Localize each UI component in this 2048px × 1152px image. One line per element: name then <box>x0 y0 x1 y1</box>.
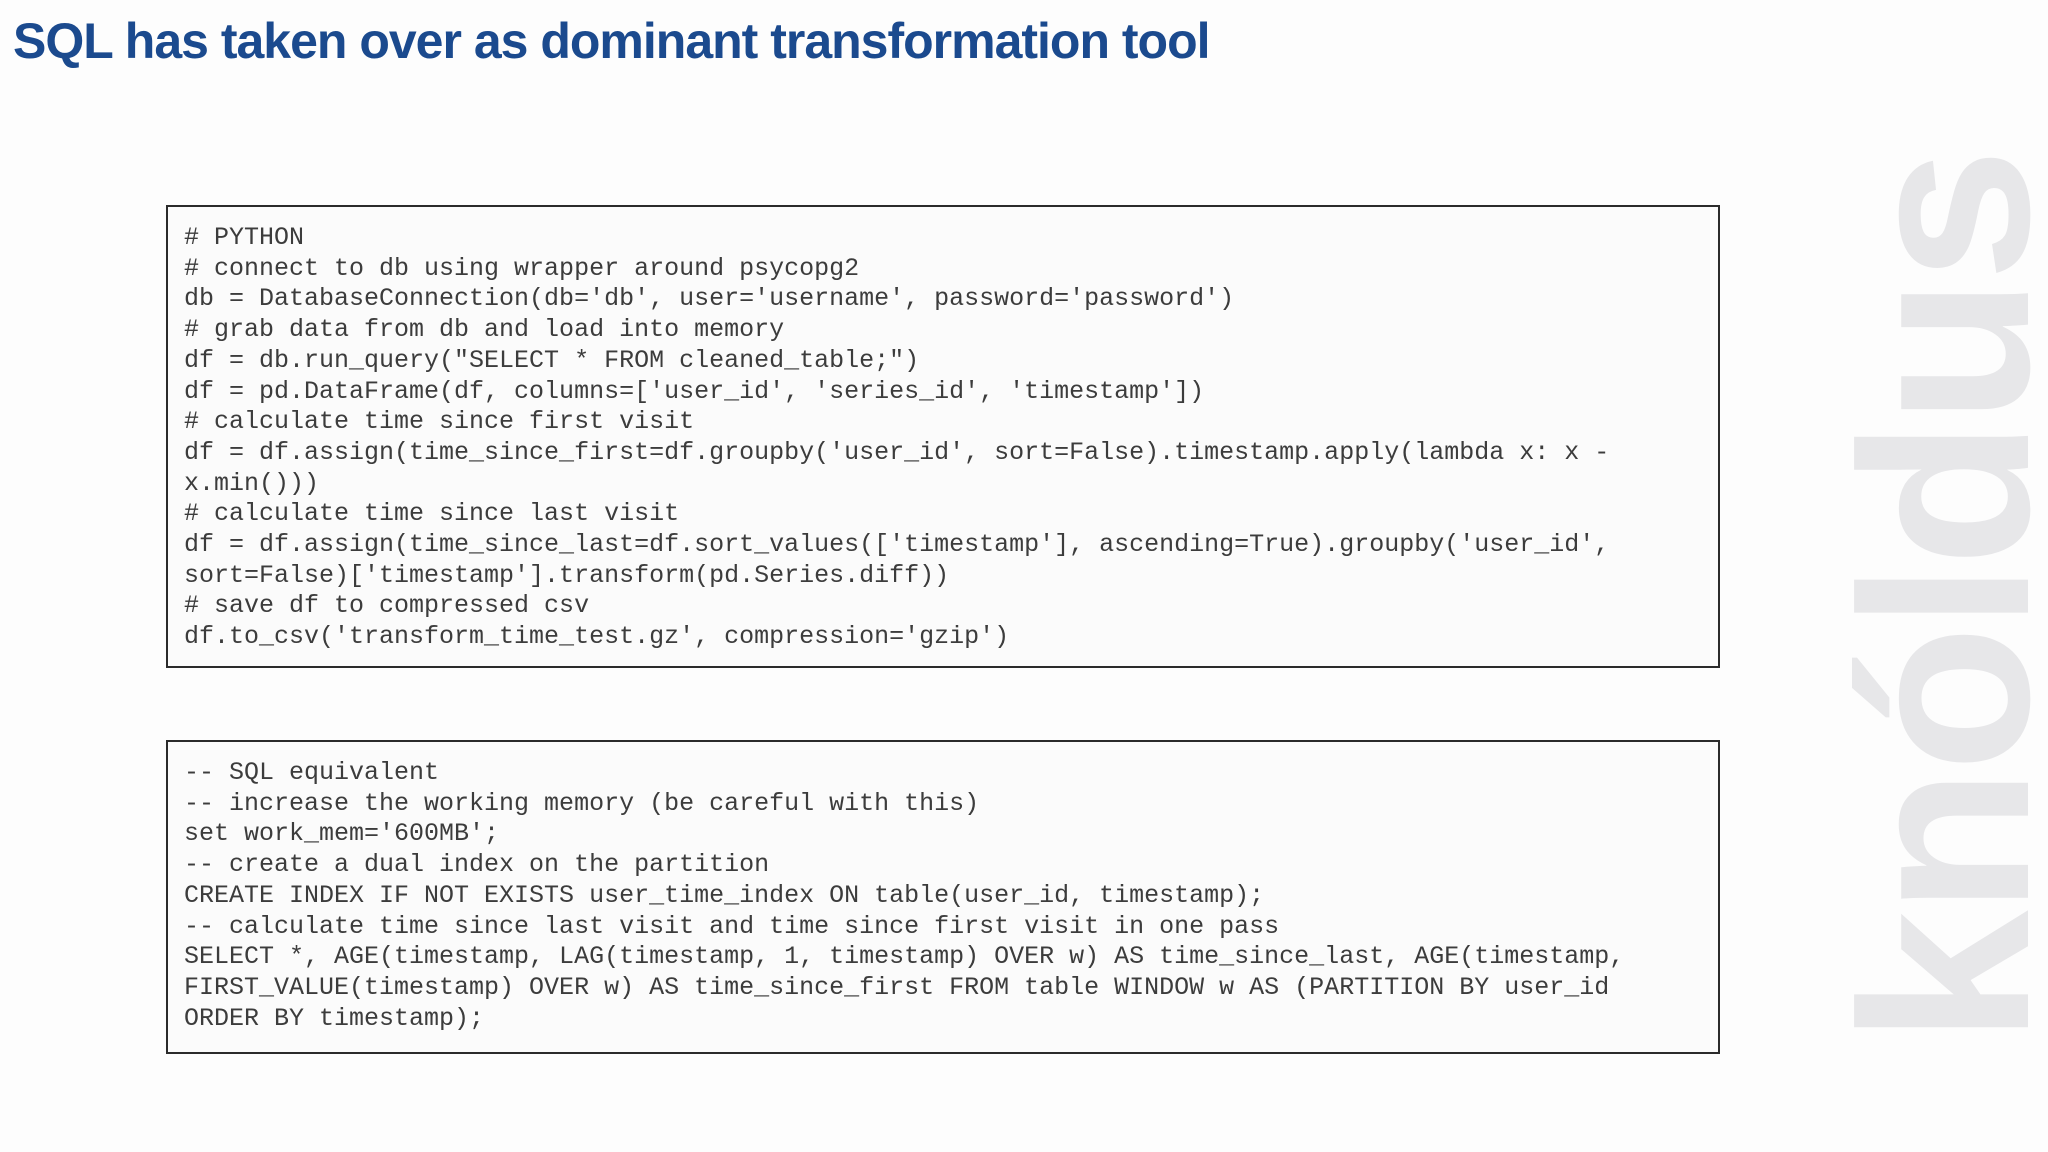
sql-code-text: -- SQL equivalent -- increase the workin… <box>184 758 1625 1033</box>
knoldus-watermark: knóldus <box>1811 151 2048 1044</box>
python-code-text: # PYTHON # connect to db using wrapper a… <box>184 223 1610 652</box>
python-code-block: # PYTHON # connect to db using wrapper a… <box>166 205 1720 668</box>
sql-code-block: -- SQL equivalent -- increase the workin… <box>166 740 1720 1054</box>
page-title: SQL has taken over as dominant transform… <box>13 13 1211 69</box>
